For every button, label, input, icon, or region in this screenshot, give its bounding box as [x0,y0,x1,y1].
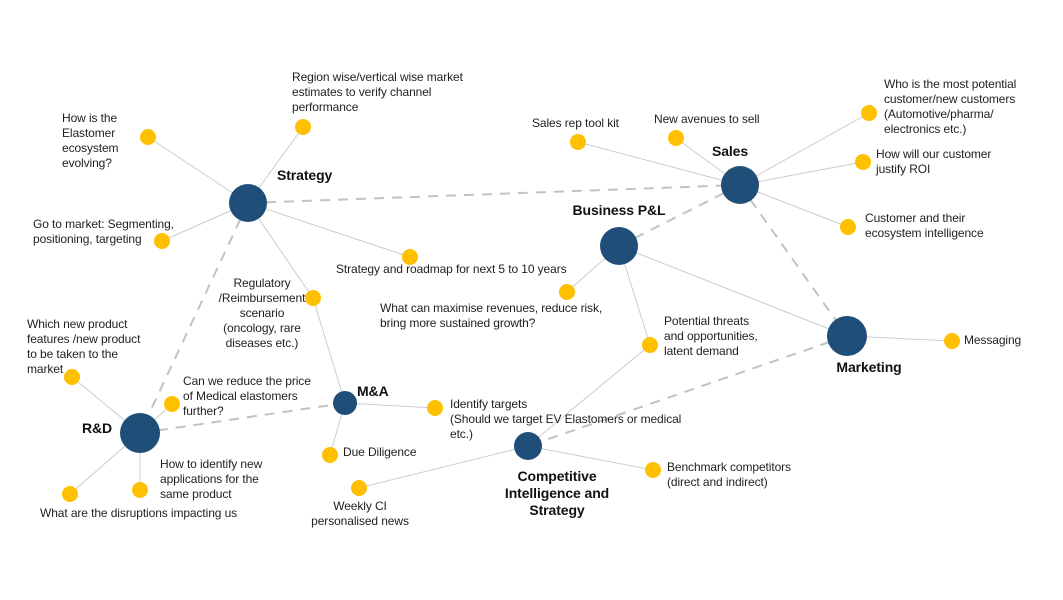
hub-label-cis: Competitive Intelligence and Strategy [504,468,610,518]
leaf-node-threats [642,337,658,353]
leaf-label-weekly: Weekly CI personalised news [311,499,409,528]
hub-label-rd: R&D [81,420,112,436]
leaf-label-roadmap: Strategy and roadmap for next 5 to 10 ye… [336,262,567,276]
leaf-node-features [64,369,80,385]
leaf-node-gotomarket [154,233,170,249]
edge-cis-benchmark [527,445,654,471]
hub-node-cis [514,432,542,460]
leaf-label-regulatory: Regulatory /Reimbursement scenario (onco… [218,276,306,350]
edge-strategy-roadmap [247,202,411,258]
edge-strategy-sales [247,184,741,204]
leaf-label-apps: How to identify new applications for the… [160,457,263,501]
leaf-node-disruptions [62,486,78,502]
leaf-label-roi: How will our customer justify ROI [876,147,992,176]
leaf-label-maximise: What can maximise revenues, reduce risk,… [380,301,603,330]
hub-node-marketing [827,316,867,356]
hub-label-sales: Sales [711,143,749,159]
hub-label-business_pl: Business P&L [572,202,666,218]
edge-strategy-evolving [147,136,249,204]
leaf-label-custecosys: Customer and their ecosystem intelligenc… [865,211,984,240]
leaf-node-newavenues [668,130,684,146]
leaf-node-evolving [140,129,156,145]
leaf-node-region [295,119,311,135]
hub-node-rd [120,413,160,453]
edge-strategy-regulatory [247,202,314,299]
hub-label-marketing: Marketing [836,359,902,375]
edge-ma-identify [344,402,436,409]
hub-label-strategy: Strategy [277,167,333,183]
leaf-label-duediligence: Due Diligence [343,445,417,459]
hub-label-ma: M&A [357,383,389,399]
edge-ma-regulatory [312,297,346,404]
edge-sales-roi [739,161,864,186]
leaf-node-roi [855,154,871,170]
leaf-node-price [164,396,180,412]
edge-cis-weekly [358,445,529,489]
leaf-label-identify: Identify targets (Should we target EV El… [450,397,682,441]
leaf-node-maximise [559,284,575,300]
leaf-label-evolving: How is the Elastomer ecosystem evolving? [62,111,119,170]
leaf-label-toolkit: Sales rep tool kit [532,116,619,130]
leaf-node-identify [427,400,443,416]
leaf-node-duediligence [322,447,338,463]
hub-node-business_pl [600,227,638,265]
leaf-label-disruptions: What are the disruptions impacting us [40,506,238,520]
leaf-label-region: Region wise/vertical wise market estimat… [292,70,463,114]
leaf-label-messaging: Messaging [964,333,1022,347]
leaf-node-toolkit [570,134,586,150]
edge-business_pl-marketing [618,245,848,337]
leaf-label-threats: Potential threats and opportunities, lat… [664,314,758,358]
edge-sales-whocust [739,112,870,186]
leaf-node-roadmap [402,249,418,265]
leaf-node-benchmark [645,462,661,478]
leaf-node-apps [132,482,148,498]
hub-node-sales [721,166,759,204]
leaf-node-weekly [351,480,367,496]
edge-strategy-rd [139,202,249,434]
leaf-label-whocust: Who is the most potential customer/new c… [884,77,1017,136]
edge-sales-marketing [739,184,848,337]
leaf-node-custecosys [840,219,856,235]
leaf-label-benchmark: Benchmark competitors (direct and indire… [667,460,791,489]
leaf-node-messaging [944,333,960,349]
hub-node-ma [333,391,357,415]
edge-sales-business_pl [618,184,741,247]
edge-marketing-cis [527,335,848,447]
edge-cis-threats [527,344,651,447]
leaf-node-regulatory [305,290,321,306]
leaf-node-whocust [861,105,877,121]
leaf-label-features: Which new product features /new product … [27,317,141,376]
leaf-label-price: Can we reduce the price of Medical elast… [183,374,311,418]
leaf-label-gotomarket: Go to market: Segmenting, positioning, t… [33,217,174,246]
edge-sales-custecosys [739,184,849,228]
leaf-label-newavenues: New avenues to sell [654,112,760,126]
edge-sales-toolkit [577,141,741,186]
hub-node-strategy [229,184,267,222]
